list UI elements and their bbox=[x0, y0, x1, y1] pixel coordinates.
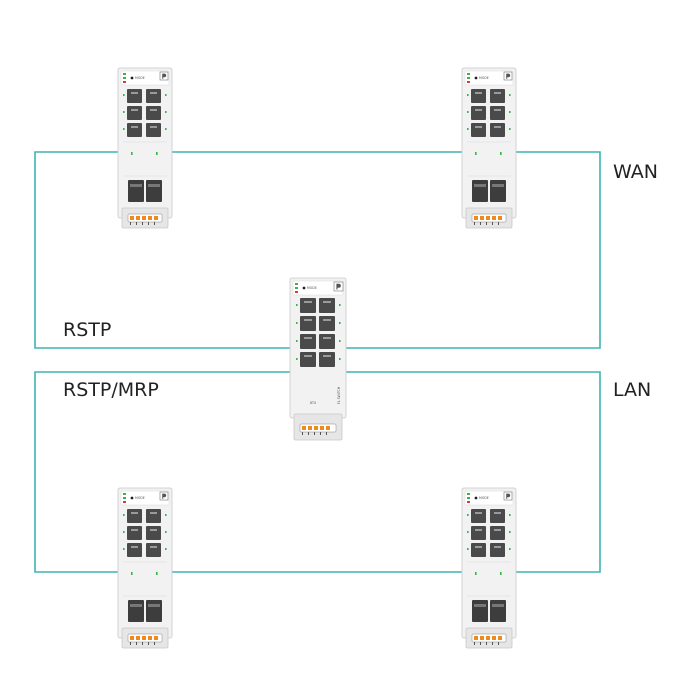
switch-top-left bbox=[117, 67, 173, 229]
lan-label: LAN bbox=[613, 379, 652, 401]
switch-core bbox=[289, 277, 347, 441]
lan-link-left bbox=[34, 371, 290, 573]
switch-bottom-left bbox=[117, 487, 173, 649]
rstp-mrp-label: RSTP/MRP bbox=[63, 379, 159, 401]
wan-label: WAN bbox=[613, 161, 658, 183]
wan-link-top bbox=[34, 151, 290, 349]
switch-bottom-right bbox=[461, 487, 517, 649]
lan-link-right bbox=[345, 371, 601, 573]
switch-top-right bbox=[461, 67, 517, 229]
network-links bbox=[34, 151, 601, 573]
wan-link-right bbox=[345, 151, 601, 349]
rstp-label: RSTP bbox=[63, 319, 112, 341]
